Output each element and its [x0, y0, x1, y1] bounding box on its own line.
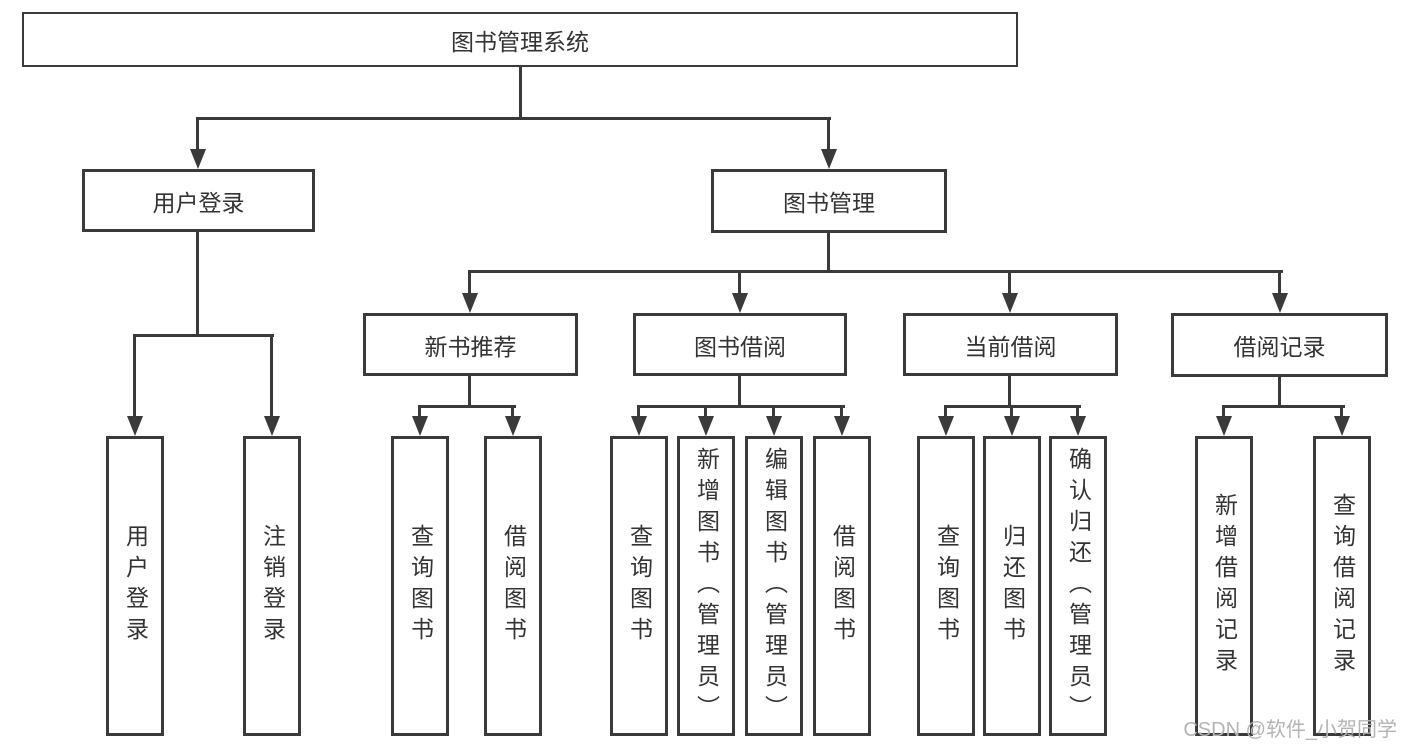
arrowhead-down: [190, 149, 206, 169]
leaf-add-borrow-record: 新增借阅记录: [1195, 436, 1253, 736]
connector-line: [133, 334, 274, 337]
connector-line: [827, 231, 830, 273]
leaf-user-login-label: 用户登录: [122, 524, 149, 648]
node-root: 图书管理系统: [22, 12, 1018, 67]
connector-line: [944, 405, 947, 418]
leaf-add-book-admin-label: 新增图书（管理员）: [693, 446, 720, 726]
leaf-query-borrow-record-label: 查询借阅记录: [1329, 493, 1356, 679]
leaf-query-books-borrow: 查询图书: [610, 436, 668, 736]
connector-line: [196, 230, 199, 337]
connector-line: [1222, 405, 1225, 418]
node-borrow-records-label: 借阅记录: [1233, 334, 1326, 360]
arrowhead-down: [462, 293, 478, 313]
connector-line: [827, 117, 830, 152]
leaf-user-login: 用户登录: [106, 436, 164, 736]
connector-line: [468, 270, 471, 295]
leaf-query-books-recommend-label: 查询图书: [407, 524, 434, 648]
connector-line: [1278, 374, 1281, 408]
leaf-logout: 注销登录: [243, 436, 301, 736]
connector-line: [738, 374, 741, 408]
leaf-query-borrow-record: 查询借阅记录: [1313, 436, 1371, 736]
connector-line: [270, 334, 273, 418]
node-book-borrow: 图书借阅: [633, 313, 847, 376]
node-current-borrow: 当前借阅: [903, 313, 1118, 376]
connector-line: [468, 270, 1283, 273]
arrowhead-down: [1002, 293, 1018, 313]
connector-line: [704, 405, 707, 418]
connector-line: [196, 117, 199, 152]
node-root-label: 图书管理系统: [451, 28, 589, 55]
connector-line: [1278, 270, 1281, 295]
leaf-borrow-books-label: 借阅图书: [829, 524, 856, 648]
arrowhead-down: [938, 416, 954, 436]
connector-line: [738, 270, 741, 295]
node-user-login-label: 用户登录: [152, 189, 245, 216]
leaf-query-books-recommend: 查询图书: [391, 436, 449, 736]
arrowhead-down: [1216, 416, 1232, 436]
leaf-confirm-return-admin: 确认归还（管理员）: [1049, 436, 1107, 736]
node-new-book-recommend-label: 新书推荐: [424, 333, 517, 360]
leaf-query-books-current: 查询图书: [917, 436, 975, 736]
connector-line: [1010, 405, 1013, 418]
connector-line: [519, 66, 522, 119]
connector-line: [1222, 405, 1345, 408]
arrowhead-down: [264, 416, 280, 436]
arrowhead-down: [1334, 416, 1350, 436]
connector-line: [840, 405, 843, 418]
arrowhead-down: [127, 416, 143, 436]
connector-line: [418, 405, 421, 418]
leaf-borrow-books: 借阅图书: [813, 436, 871, 736]
leaf-return-book: 归还图书: [983, 436, 1041, 736]
leaf-add-book-admin: 新增图书（管理员）: [677, 436, 735, 736]
arrowhead-down: [732, 293, 748, 313]
connector-line: [1008, 270, 1011, 295]
arrowhead-down: [1272, 293, 1288, 313]
arrowhead-down: [1004, 416, 1020, 436]
arrowhead-down: [631, 416, 647, 436]
arrowhead-down: [1070, 416, 1086, 436]
connector-line: [1340, 405, 1343, 418]
arrowhead-down: [834, 416, 850, 436]
leaf-borrow-books-recommend-label: 借阅图书: [500, 524, 527, 648]
leaf-edit-book-admin-label: 编辑图书（管理员）: [761, 446, 788, 726]
connector-line: [772, 405, 775, 418]
node-book-management: 图书管理: [711, 169, 947, 233]
watermark: CSDN @软件_小贺同学: [1183, 719, 1397, 741]
connector-line: [1076, 405, 1079, 418]
connector-line: [418, 405, 516, 408]
leaf-add-borrow-record-label: 新增借阅记录: [1211, 493, 1238, 679]
connector-line: [637, 405, 845, 408]
node-book-borrow-label: 图书借阅: [694, 333, 786, 360]
arrowhead-down: [412, 416, 428, 436]
leaf-borrow-books-recommend: 借阅图书: [484, 436, 542, 736]
leaf-query-books-current-label: 查询图书: [933, 524, 960, 648]
leaf-edit-book-admin: 编辑图书（管理员）: [745, 436, 803, 736]
connector-line: [468, 374, 471, 408]
connector-line: [511, 405, 514, 418]
arrowhead-down: [698, 416, 714, 436]
leaf-confirm-return-admin-label: 确认归还（管理员）: [1065, 446, 1092, 726]
node-book-management-label: 图书管理: [783, 190, 875, 216]
arrowhead-down: [505, 416, 521, 436]
connector-line: [637, 405, 640, 418]
node-current-borrow-label: 当前借阅: [964, 333, 1057, 360]
leaf-return-book-label: 归还图书: [999, 524, 1026, 648]
arrowhead-down: [821, 149, 837, 169]
node-user-login: 用户登录: [82, 169, 315, 232]
connector-line: [133, 334, 136, 418]
node-new-book-recommend: 新书推荐: [363, 313, 578, 376]
connector-line: [1008, 374, 1011, 408]
connector-line: [196, 117, 831, 120]
leaf-logout-label: 注销登录: [259, 524, 286, 648]
node-borrow-records: 借阅记录: [1171, 313, 1388, 377]
leaf-query-books-borrow-label: 查询图书: [626, 524, 653, 648]
arrowhead-down: [766, 416, 782, 436]
